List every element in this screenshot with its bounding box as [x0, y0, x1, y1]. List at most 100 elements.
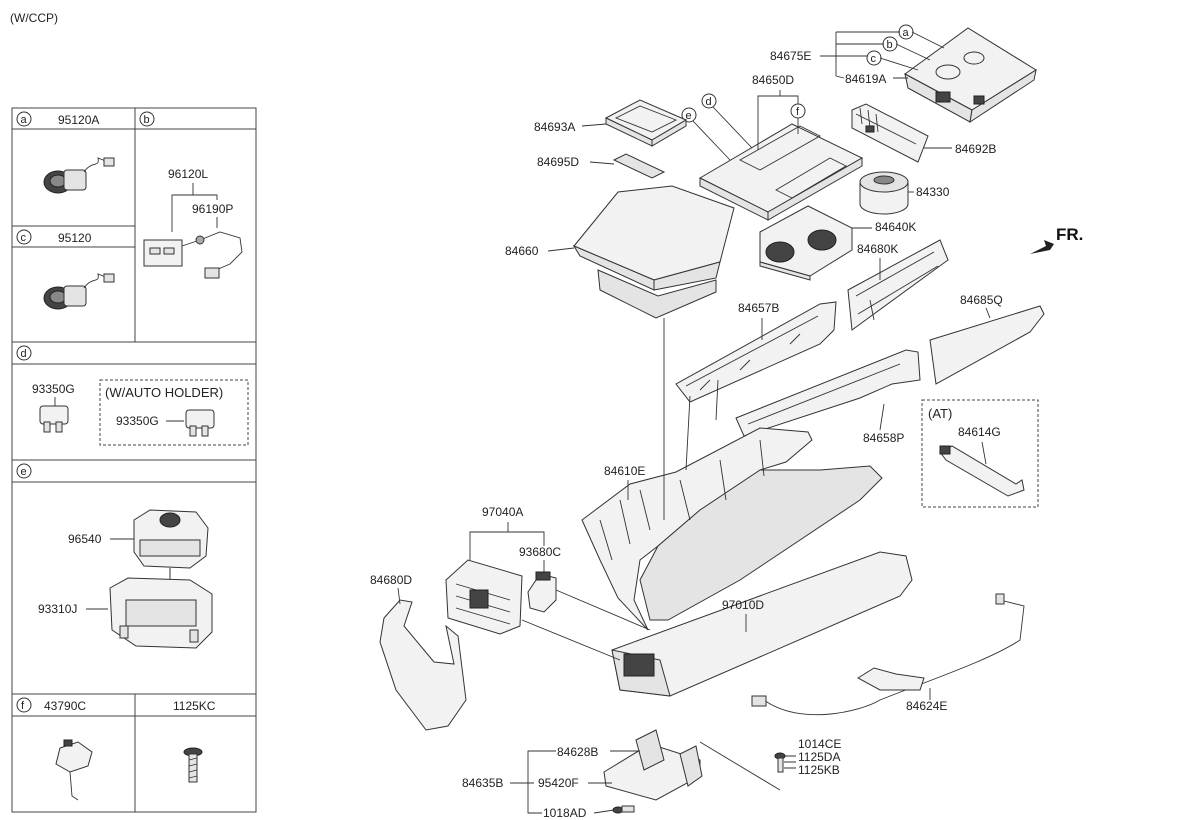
- power-outlet-c-illustration: [43, 273, 115, 310]
- callout-97010D: 97010D: [722, 598, 764, 632]
- box-d-part: 93350G: [32, 382, 75, 396]
- svg-text:1018AD: 1018AD: [543, 806, 587, 820]
- front-direction-indicator: FR.: [1030, 225, 1083, 254]
- part-84628B: [603, 729, 703, 801]
- svg-text:95420F: 95420F: [538, 776, 579, 790]
- callout-84619A: 84619A: [835, 72, 908, 86]
- box-b-part-1: 96120L: [168, 167, 208, 181]
- legend-box-d: d 93350G (W/AUTO HOLDER) 93350G: [16, 345, 249, 446]
- callout-84693A: 84693A: [534, 120, 607, 134]
- svg-text:84685Q: 84685Q: [960, 293, 1003, 307]
- callout-84635B: 84635B: [462, 750, 640, 814]
- marker-d: d: [706, 96, 712, 108]
- callout-84650D: 84650D d e f: [681, 73, 806, 161]
- callout-1018AD: 1018AD: [543, 805, 635, 820]
- part-84693A: [604, 99, 688, 147]
- box-d-letter: d: [21, 348, 27, 360]
- marker-a: a: [903, 27, 910, 39]
- part-84650D: [698, 123, 864, 221]
- auto-holder-option-frame: [99, 379, 249, 446]
- svg-text:97040A: 97040A: [482, 505, 523, 519]
- callout-84330: 84330: [908, 185, 950, 199]
- part-84640K: [759, 205, 853, 281]
- part-84680K: [847, 239, 949, 331]
- fastener-group: 1014CE 1125DA 1125KB: [699, 737, 841, 791]
- svg-text:84695D: 84695D: [537, 155, 579, 169]
- box-a-part: 95120A: [58, 113, 99, 127]
- bolt-illustration: [183, 747, 203, 783]
- callout-84624E: 84624E: [906, 688, 947, 713]
- callout-84692B: 84692B: [924, 142, 996, 156]
- box-a-letter: a: [21, 114, 28, 126]
- legend-box-f: f 43790C: [16, 697, 93, 801]
- callout-95420F: 95420F: [538, 776, 612, 790]
- auto-holder-title: (W/AUTO HOLDER): [105, 385, 223, 400]
- svg-text:84635B: 84635B: [462, 776, 503, 790]
- svg-text:84624E: 84624E: [906, 699, 947, 713]
- marker-f: f: [796, 106, 800, 118]
- svg-text:84650D: 84650D: [752, 73, 794, 87]
- assembly-guide-lines: [685, 379, 719, 471]
- auto-holder-part: 93350G: [116, 414, 159, 428]
- svg-text:84658P: 84658P: [863, 431, 904, 445]
- callout-1125DA: 1125DA: [798, 750, 840, 764]
- callout-1125KB: 1125KB: [798, 763, 840, 777]
- part-84614G-group: (AT) 84614G: [921, 399, 1039, 508]
- svg-text:84680D: 84680D: [370, 573, 412, 587]
- part-84685Q: [929, 305, 1045, 385]
- box-e-letter: e: [21, 466, 27, 478]
- callout-84660: 84660: [505, 244, 575, 258]
- part-84692B: [851, 103, 929, 163]
- svg-text:93680C: 93680C: [519, 545, 561, 559]
- part-84657B: [675, 301, 837, 403]
- box-f-letter: f: [21, 700, 25, 712]
- svg-text:84657B: 84657B: [738, 301, 779, 315]
- svg-text:84628B: 84628B: [557, 745, 598, 759]
- box-f-part: 43790C: [44, 699, 86, 713]
- legend-box-e: e 96540 93310J: [16, 463, 213, 649]
- front-label: FR.: [1056, 225, 1083, 244]
- box-b-letter: b: [144, 114, 150, 126]
- part-84660: [572, 185, 735, 319]
- box-c-part: 95120: [58, 231, 92, 245]
- callout-84610E: 84610E: [604, 318, 665, 520]
- callout-84628B: 84628B: [557, 745, 598, 759]
- marker-b: b: [887, 39, 893, 51]
- vent-leader-lines: [521, 589, 651, 661]
- box-e-part-1: 96540: [68, 532, 102, 546]
- bracket-assembly-illustration: [109, 577, 213, 649]
- part-84330: [859, 171, 909, 215]
- part-97010D: [611, 551, 913, 697]
- part-84624E: [751, 593, 1025, 716]
- part-84610E: [581, 427, 883, 631]
- part-84680D: [379, 599, 467, 731]
- box-g-part: 1125KC: [173, 699, 216, 713]
- svg-text:84680K: 84680K: [857, 242, 898, 256]
- callout-84614G: 84614G: [958, 425, 1001, 439]
- box-e-part-2: 93310J: [38, 602, 77, 616]
- callout-97040A: 97040A: [469, 505, 545, 560]
- legend-box-a: a 95120A: [16, 111, 115, 194]
- legend-panel: [11, 107, 257, 813]
- svg-text:84675E: 84675E: [770, 49, 811, 63]
- aux-usb-jack-illustration: [143, 231, 243, 279]
- box-b-part-2: 96190P: [192, 202, 233, 216]
- box-c-letter: c: [21, 232, 27, 244]
- front-arrow-icon: [1030, 240, 1054, 254]
- marker-e: e: [686, 110, 692, 122]
- power-outlet-a-illustration: [43, 157, 115, 194]
- switch-auto-holder-illustration: [185, 409, 215, 437]
- callout-84658P: 84658P: [863, 403, 904, 445]
- at-note: (AT): [928, 406, 952, 421]
- callout-93680C: 93680C: [519, 545, 561, 574]
- marker-c: c: [871, 53, 877, 65]
- svg-text:84640K: 84640K: [875, 220, 916, 234]
- part-84695D: [612, 153, 666, 179]
- svg-text:84619A: 84619A: [845, 72, 886, 86]
- callout-84640K: 84640K: [852, 220, 916, 234]
- clip-illustration: [55, 739, 93, 801]
- legend-box-g: 1125KC: [173, 699, 216, 783]
- part-84619A: [904, 27, 1037, 124]
- switch-d-illustration: [39, 405, 69, 433]
